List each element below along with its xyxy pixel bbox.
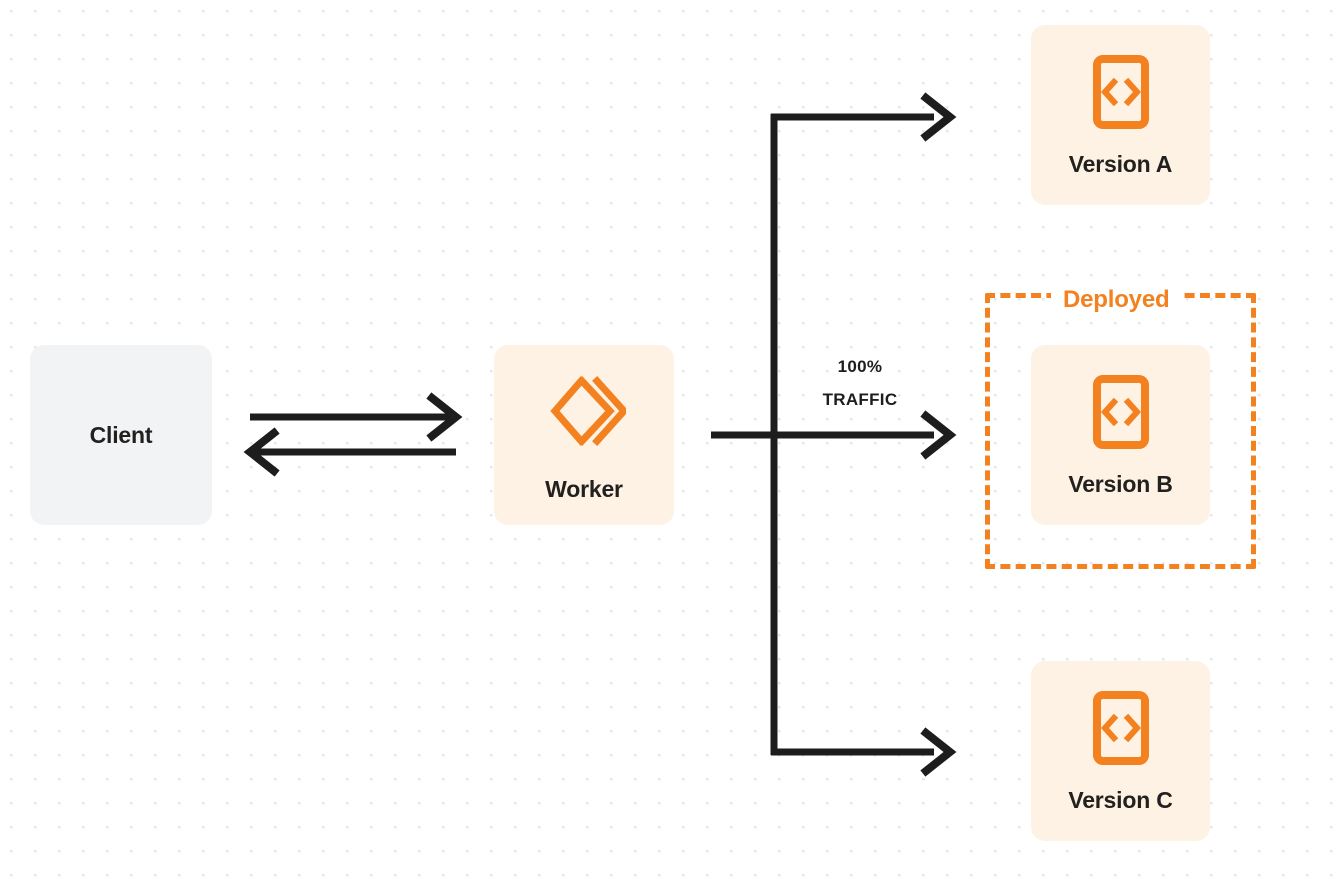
traffic-label: 100% TRAFFIC	[790, 350, 930, 416]
node-version-b[interactable]: Version B	[1031, 345, 1210, 525]
node-client-label: Client	[89, 421, 153, 448]
code-file-icon	[1092, 690, 1150, 771]
edge-worker-to-version-a	[771, 92, 957, 142]
cloudflare-workers-logo-icon	[542, 369, 629, 458]
traffic-percent: 100%	[837, 357, 883, 376]
deployed-group-label: Deployed	[1051, 286, 1182, 314]
traffic-caption: TRAFFIC	[822, 390, 898, 409]
edge-worker-to-client	[243, 427, 456, 477]
node-worker[interactable]: Worker	[494, 345, 674, 525]
edge-client-to-worker	[250, 392, 463, 442]
edge-worker-to-version-b	[771, 410, 957, 460]
code-file-icon	[1092, 374, 1150, 455]
code-file-icon	[1092, 54, 1150, 135]
node-version-c-label: Version C	[1068, 787, 1173, 813]
node-version-c[interactable]: Version C	[1031, 661, 1210, 841]
node-version-a-label: Version A	[1068, 151, 1173, 177]
node-version-a[interactable]: Version A	[1031, 25, 1210, 205]
node-worker-label: Worker	[545, 476, 623, 502]
node-client[interactable]: Client	[30, 345, 212, 525]
node-version-b-label: Version B	[1068, 471, 1173, 497]
edge-worker-to-version-c	[771, 727, 957, 777]
